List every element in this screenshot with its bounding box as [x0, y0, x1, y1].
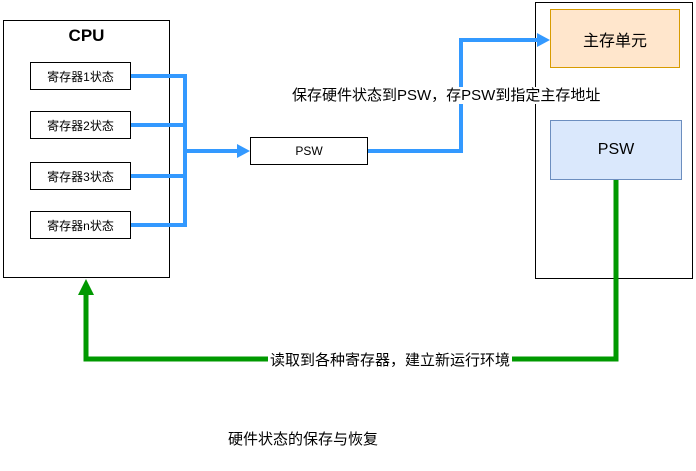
register-box-1: 寄存器1状态 [30, 62, 131, 90]
register-box-2: 寄存器2状态 [30, 111, 131, 139]
diagram-title: 硬件状态的保存与恢复 [228, 431, 379, 448]
annotation-save-flow: 保存硬件状态到PSW，存PSW到指定主存地址 [290, 87, 603, 104]
annotation-restore-flow: 读取到各种寄存器，建立新运行环境 [268, 352, 513, 369]
cpu-box: CPU [3, 20, 170, 278]
memory-unit-box: 主存单元 [550, 9, 680, 68]
psw-box-middle: PSW [250, 137, 368, 165]
register-box-n: 寄存器n状态 [30, 211, 131, 239]
cpu-label: CPU [68, 26, 105, 45]
memory-psw-box: PSW [550, 120, 682, 180]
bus-to-psw-arrow [183, 144, 250, 158]
register-box-3: 寄存器3状态 [30, 162, 131, 190]
